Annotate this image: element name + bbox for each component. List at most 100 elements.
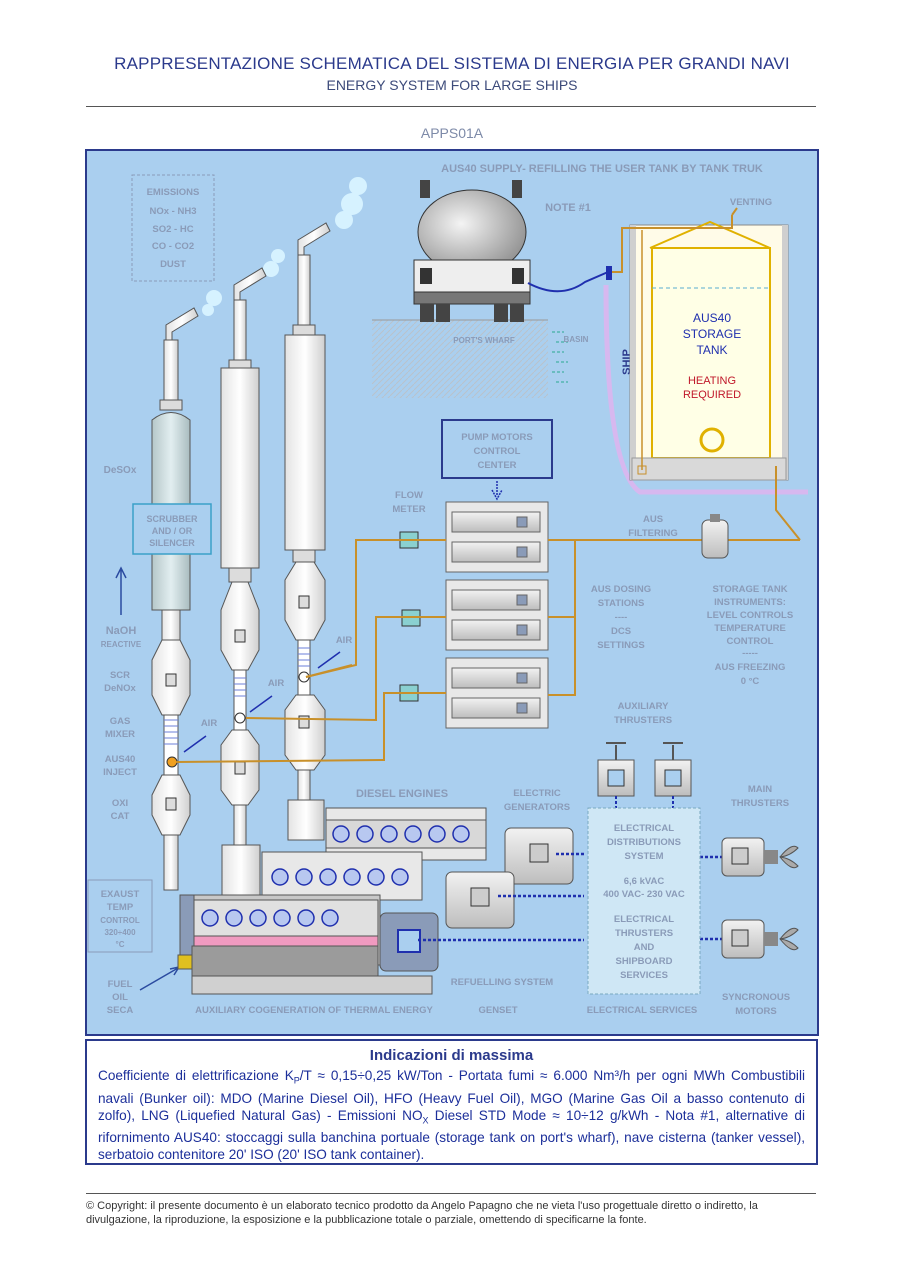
notes-sub-p: P (293, 1075, 300, 1086)
storage-instr-l6: ----- (742, 648, 758, 659)
emissions-so2: SO2 - HC (152, 224, 193, 235)
ports-wharf-label: PORT'S WHARF (453, 336, 515, 345)
storage-instr-l8: 0 °C (741, 676, 760, 687)
main-thrusters-l1: MAIN (748, 784, 772, 795)
header-rule (86, 106, 816, 107)
title-english: ENERGY SYSTEM FOR LARGE SHIPS (326, 77, 578, 93)
reactive-label: REACTIVE (101, 640, 142, 649)
elec-dist-l2: DISTRIBUTIONS (607, 837, 681, 848)
copyright-text: © Copyright: il presente documento è un … (86, 1200, 758, 1226)
tank-truck (372, 180, 612, 398)
storage-instr-l3: LEVEL CONTROLS (707, 610, 793, 621)
pump-l3: CENTER (477, 460, 516, 471)
exaust-l5: °C (116, 940, 125, 949)
naoh-feed-arrow (115, 566, 127, 615)
exhaust-stack-2 (220, 267, 267, 881)
scrubber-box: SCRUBBER AND / OR SILENCER (132, 503, 212, 555)
aus-filtering-l2: FILTERING (628, 528, 677, 539)
flow-meter-l2: METER (392, 504, 425, 515)
air-label-3: AIR (201, 718, 218, 729)
tank-l3: TANK (696, 343, 727, 357)
sync-motors-l2: MOTORS (735, 1006, 777, 1017)
notes-box: Indicazioni di massima Coefficiente di e… (85, 1039, 818, 1165)
notes-text-1: Coefficiente di elettrificazione K (98, 1068, 294, 1083)
exaust-l3: CONTROL (100, 916, 140, 925)
flow-meter-l1: FLOW (395, 490, 423, 501)
notes-text-3: Diesel STD Mode ≈ 10÷12 g/kWh - Nota #1,… (98, 1107, 805, 1163)
exhaust-stack-3 (284, 222, 331, 841)
genset-label: GENSET (478, 1005, 517, 1016)
aus-dosing-l5: SETTINGS (597, 640, 645, 651)
aux-thrusters-l2: THRUSTERS (614, 715, 672, 726)
scr-label: SCR (110, 670, 130, 681)
tank-l1: AUS40 (693, 311, 731, 325)
refuelling-label: REFUELLING SYSTEM (451, 977, 553, 988)
emissions-co: CO - CO2 (152, 241, 194, 252)
aus40-inject-l1: AUS40 (105, 754, 136, 765)
energy-system-diagram: AUS40 SUPPLY- REFILLING THE USER TANK BY… (85, 149, 819, 1036)
elec-dist-l3: SYSTEM (624, 851, 663, 862)
venting-label: VENTING (730, 197, 772, 208)
gas-mixer-l1: GAS (110, 716, 131, 727)
aux-cogen-label: AUXILIARY COGENERATION OF THERMAL ENERGY (195, 1005, 433, 1016)
exaust-l1: EXAUST (101, 889, 140, 900)
main-thrusters (721, 837, 799, 959)
pump-motors-control-center: PUMP MOTORS CONTROL CENTER (441, 419, 553, 501)
emissions-nox: NOx - NH3 (150, 206, 197, 217)
aus-filter (701, 514, 729, 559)
scrubber-l3: SILENCER (149, 538, 195, 548)
electric-gen-l1: ELECTRIC (513, 788, 561, 799)
elec-dist-l1: ELECTRICAL (614, 823, 674, 834)
oxi-cat-l2: CAT (111, 811, 130, 822)
sync-motors-l1: SYNCRONOUS (722, 992, 790, 1003)
dosing-pump-stations (445, 501, 549, 729)
exaust-temp-box: EXAUST TEMP CONTROL 320÷400 °C (87, 879, 153, 953)
aus-dosing-l4: DCS (611, 626, 631, 637)
basin-label: BASIN (564, 335, 589, 344)
elec-services-label: ELECTRICAL SERVICES (587, 1005, 698, 1016)
aus-dosing-l3: ---- (615, 612, 628, 623)
air-label-2: AIR (268, 678, 285, 689)
aus-pipework (175, 539, 800, 763)
voltage-l2: 400 VAC- 230 VAC (603, 889, 685, 900)
storage-instr-l5: CONTROL (727, 636, 774, 647)
emissions-dust: DUST (160, 259, 186, 270)
aus40-inject-l2: INJECT (103, 767, 137, 778)
electrical-distribution-box: ELECTRICAL DISTRIBUTIONS SYSTEM 6,6 kVAC… (587, 807, 701, 995)
diesel-engines (177, 807, 487, 995)
scrubber-l1: SCRUBBER (146, 514, 198, 524)
fuel-l2: OIL (112, 992, 128, 1003)
electric-generators (379, 827, 574, 972)
storage-instr-l7: AUS FREEZING (715, 662, 786, 673)
storage-instr-l4: TEMPERATURE (714, 623, 786, 634)
aux-thrusters-l1: AUXILIARY (618, 701, 670, 712)
heating-l2: REQUIRED (683, 389, 741, 401)
elec-thr-l2: THRUSTERS (615, 928, 673, 939)
notes-text-2: /T ≈ 0,15÷0,25 kW/Ton - Portata fumi ≈ 6… (98, 1068, 805, 1123)
document-code: APPS01A (420, 125, 484, 141)
electric-gen-l2: GENERATORS (504, 802, 570, 813)
denox-label: DeNOx (104, 683, 136, 694)
notes-body: Coefficiente di elettrificazione KP/T ≈ … (98, 1067, 805, 1163)
storage-instr-l2: INSTRUMENTS: (714, 597, 786, 608)
aus-dosing-l1: AUS DOSING (591, 584, 651, 595)
notes-sub-x: X (422, 1115, 429, 1126)
scrubber-l2: AND / OR (152, 526, 193, 536)
heating-l1: HEATING (688, 375, 736, 387)
supply-title: AUS40 SUPPLY- REFILLING THE USER TANK BY… (441, 163, 763, 175)
desox-label: DeSOx (104, 465, 137, 476)
smoke-puffs (202, 177, 367, 316)
gas-mixer-l2: MIXER (105, 729, 135, 740)
air-lines (183, 651, 341, 753)
emissions-box: EMISSIONS NOx - NH3 SO2 - HC CO - CO2 DU… (131, 174, 215, 282)
aus40-storage-tank (603, 207, 808, 541)
oxi-cat-l1: OXI (112, 798, 128, 809)
aus-filtering-l1: AUS (643, 514, 663, 525)
pump-l2: CONTROL (474, 446, 521, 457)
fuel-l3: SECA (107, 1005, 134, 1016)
main-thrusters-l2: THRUSTERS (731, 798, 789, 809)
exaust-l4: 320÷400 (104, 928, 136, 937)
diesel-engines-label: DIESEL ENGINES (356, 788, 448, 800)
elec-thr-l5: SERVICES (620, 970, 668, 981)
aus-dosing-l2: STATIONS (598, 598, 645, 609)
